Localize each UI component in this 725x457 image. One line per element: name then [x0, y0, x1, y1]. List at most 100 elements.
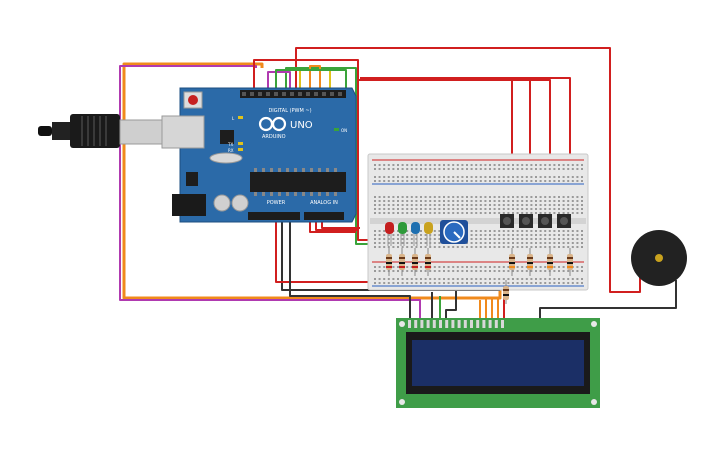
lcd-pin[interactable] — [476, 320, 480, 328]
breadboard-hole — [562, 282, 565, 284]
breadboard-hole — [558, 278, 560, 280]
board-model-label: UNO — [290, 120, 313, 131]
lcd-pin[interactable] — [426, 320, 430, 328]
lcd-pin[interactable] — [420, 320, 424, 328]
wire-red-a2 — [321, 220, 360, 229]
lcd-pin[interactable] — [432, 320, 436, 328]
push-button-3[interactable] — [538, 214, 552, 228]
breadboard-hole — [525, 266, 528, 268]
breadboard-hole — [553, 212, 556, 214]
led-red[interactable] — [385, 222, 394, 246]
push-button-1[interactable] — [500, 214, 514, 228]
breadboard-hole — [521, 204, 524, 206]
breadboard-hole — [558, 212, 560, 214]
push-button-4[interactable] — [557, 214, 571, 228]
lcd-pin[interactable] — [414, 320, 418, 328]
breadboard-hole — [466, 196, 468, 198]
breadboard-holes — [374, 164, 583, 284]
lcd-pin[interactable] — [451, 320, 455, 328]
lcd-pin[interactable] — [482, 320, 486, 328]
arduino-uno-board[interactable]: DIGITAL (PWM ~) UNO ARDUINO L TX RX — [161, 87, 357, 223]
breadboard-hole — [438, 200, 441, 202]
breadboard-hole — [502, 196, 505, 198]
breadboard-hole — [544, 208, 547, 210]
breadboard-hole — [424, 238, 427, 240]
breadboard-hole — [535, 246, 537, 248]
breadboard-hole — [493, 164, 496, 166]
breadboard-hole — [378, 180, 381, 182]
breadboard-hole — [512, 270, 514, 272]
breadboard-hole — [553, 234, 556, 236]
breadboard-hole — [548, 176, 551, 178]
breadboard-hole — [479, 278, 482, 280]
breadboard-hole — [539, 164, 542, 166]
breadboard-hole — [535, 270, 537, 272]
breadboard-hole — [383, 200, 386, 202]
breadboard-hole — [576, 168, 579, 170]
breadboard-hole — [530, 246, 533, 248]
breadboard-hole — [489, 266, 491, 268]
led-yellow[interactable] — [424, 222, 433, 246]
breadboard-hole — [548, 278, 551, 280]
breadboard-hole — [507, 282, 510, 284]
breadboard-hole — [387, 208, 390, 210]
breadboard-hole — [544, 246, 547, 248]
breadboard-hole — [521, 246, 524, 248]
breadboard-hole — [525, 196, 528, 198]
breadboard-hole — [516, 282, 519, 284]
lcd-pin[interactable] — [494, 320, 498, 328]
reset-button[interactable] — [188, 95, 198, 105]
breadboard-hole — [539, 176, 542, 178]
lcd-display[interactable] — [396, 318, 600, 408]
breadboard-hole — [466, 270, 468, 272]
led-green[interactable] — [398, 222, 407, 246]
lcd-pin[interactable] — [463, 320, 467, 328]
lcd-pin[interactable] — [439, 320, 442, 328]
breadboard-hole — [516, 168, 519, 170]
breadboard-hole — [548, 200, 551, 202]
lcd-pin[interactable] — [445, 320, 449, 328]
breadboard-hole — [502, 234, 505, 236]
breadboard-hole — [489, 196, 491, 198]
push-button-2[interactable] — [519, 214, 533, 228]
wire-black-buzzer — [539, 280, 677, 318]
breadboard-hole — [387, 282, 390, 284]
potentiometer[interactable] — [440, 220, 468, 244]
breadboard-hole — [489, 176, 491, 178]
breadboard-hole — [420, 200, 422, 202]
breadboard-hole — [576, 230, 579, 232]
led-blue[interactable] — [411, 222, 420, 246]
breadboard-hole — [466, 266, 468, 268]
lcd-pin[interactable] — [470, 320, 473, 328]
breadboard-hole — [544, 266, 547, 268]
breadboard-hole — [452, 246, 455, 248]
breadboard-hole — [493, 242, 496, 244]
breadboard-hole — [470, 168, 473, 170]
breadboard-hole — [576, 242, 579, 244]
breadboard-hole — [475, 168, 478, 170]
lcd-mount-hole-br — [591, 399, 597, 405]
lcd-pin[interactable] — [488, 320, 492, 328]
breadboard-hole — [539, 230, 542, 232]
breadboard-hole — [507, 168, 510, 170]
breadboard-hole — [544, 180, 547, 182]
breadboard-hole — [498, 196, 501, 198]
breadboard-hole — [475, 238, 478, 240]
breadboard-hole — [502, 200, 505, 202]
breadboard-hole — [581, 212, 583, 214]
breadboard-hole — [512, 242, 514, 244]
breadboard-hole — [438, 234, 441, 236]
breadboard-hole — [484, 196, 487, 198]
breadboard-hole — [516, 180, 519, 182]
breadboard-hole — [452, 196, 455, 198]
lcd-pin[interactable] — [457, 320, 461, 328]
breadboard-hole — [493, 196, 496, 198]
breadboard-hole — [392, 196, 395, 198]
breadboard-hole — [406, 208, 409, 210]
piezo-buzzer[interactable] — [631, 230, 687, 286]
lcd-pin[interactable] — [408, 320, 411, 328]
breadboard-hole — [456, 196, 459, 198]
breadboard-hole — [420, 278, 422, 280]
breadboard-hole — [378, 278, 381, 280]
lcd-pin[interactable] — [501, 320, 504, 328]
